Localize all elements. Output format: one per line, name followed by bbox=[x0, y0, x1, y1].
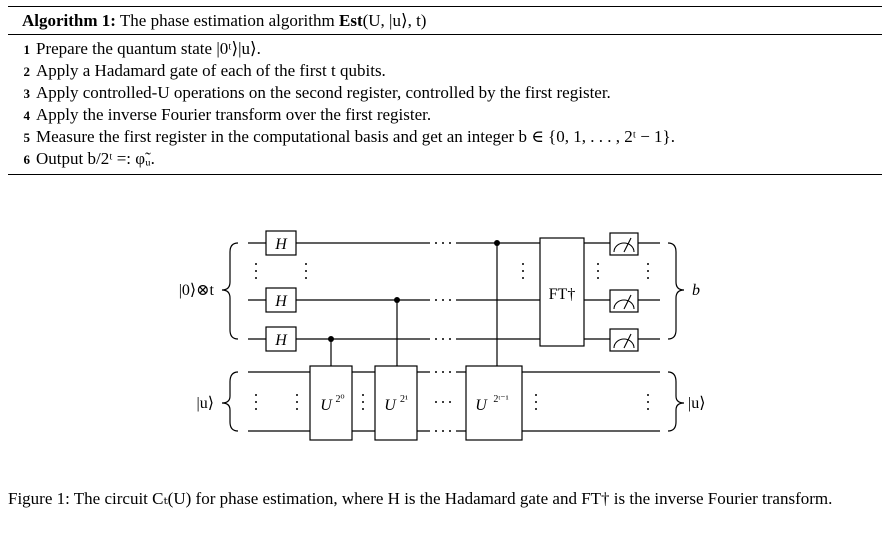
input-bottom-label: |u⟩ bbox=[197, 395, 214, 412]
algorithm-step: 1 Prepare the quantum state |0ᵗ⟩|u⟩. bbox=[8, 38, 882, 60]
controlled-u-exp-1: 2¹ bbox=[400, 394, 408, 405]
controlled-u-exp-0: 2⁰ bbox=[335, 394, 344, 405]
input-top-label: |0⟩⊗t bbox=[179, 282, 215, 299]
output-top-label: b bbox=[692, 282, 700, 299]
step-text: Measure the first register in the comput… bbox=[36, 127, 675, 146]
controlled-u-label-0: U bbox=[320, 397, 333, 414]
algorithm-step: 2 Apply a Hadamard gate of each of the fi… bbox=[8, 60, 882, 82]
phase-estimation-circuit: H H H FT† U 2⁰ U 2¹ U 2ᵗ⁻¹ |0⟩⊗t |u⟩ b |… bbox=[179, 230, 705, 441]
left-brace-top bbox=[221, 242, 239, 340]
step-text: Apply the inverse Fourier transform over… bbox=[36, 105, 432, 124]
hadamard-gate-3 bbox=[265, 326, 297, 352]
hadamard-label: H bbox=[274, 293, 288, 310]
algorithm-box: Algorithm 1: The phase estimation algori… bbox=[8, 6, 882, 175]
inverse-fourier-gate bbox=[539, 237, 585, 347]
step-number: 1 bbox=[23, 42, 31, 57]
step-text: Apply controlled-U operations on the sec… bbox=[36, 83, 611, 102]
control-dot-t bbox=[494, 240, 500, 246]
step-text: Output b/2ᵗ =: φ̃ᵤ. bbox=[36, 149, 155, 168]
controlled-u-gate-t bbox=[465, 365, 523, 441]
controlled-u-label-1: U bbox=[384, 397, 397, 414]
control-dot-0 bbox=[328, 336, 334, 342]
controlled-u-exp-t: 2ᵗ⁻¹ bbox=[493, 394, 508, 405]
output-bottom-label: |u⟩ bbox=[688, 395, 705, 412]
meter-icon bbox=[613, 338, 635, 349]
step-number: 3 bbox=[23, 86, 31, 101]
algorithm-label: Algorithm 1: bbox=[22, 11, 116, 30]
left-brace-bottom bbox=[221, 371, 239, 432]
algorithm-step: 5 Measure the first register in the compu… bbox=[8, 126, 882, 148]
algorithm-title-args: (U, |u⟩, t) bbox=[362, 11, 427, 30]
algorithm-step: 3 Apply controlled-U operations on the se… bbox=[8, 82, 882, 104]
controlled-u-gate-1 bbox=[374, 365, 418, 441]
meter-icon bbox=[613, 299, 635, 310]
right-brace-top bbox=[667, 242, 685, 340]
algorithm-step: 6 Output b/2ᵗ =: φ̃ᵤ. bbox=[8, 148, 882, 170]
algorithm-header: Algorithm 1: The phase estimation algori… bbox=[8, 7, 882, 35]
inverse-fourier-label: FT† bbox=[549, 286, 576, 303]
meter-icon bbox=[613, 242, 635, 253]
controlled-u-gate-0 bbox=[309, 365, 353, 441]
hadamard-label: H bbox=[274, 332, 288, 349]
controlled-u-label-t: U bbox=[475, 397, 488, 414]
algorithm-title-text: The phase estimation algorithm bbox=[119, 11, 335, 30]
step-number: 5 bbox=[23, 130, 31, 145]
algorithm-step: 4 Apply the inverse Fourier transform ove… bbox=[8, 104, 882, 126]
control-dot-1 bbox=[394, 297, 400, 303]
hadamard-gate-1 bbox=[265, 230, 297, 256]
ellipsis-dots bbox=[255, 242, 649, 432]
algorithm-title-name: Est bbox=[338, 11, 363, 30]
right-brace-bottom bbox=[667, 371, 685, 432]
step-text: Apply a Hadamard gate of each of the fir… bbox=[36, 61, 386, 80]
step-text: Prepare the quantum state |0ᵗ⟩|u⟩. bbox=[36, 39, 261, 58]
hadamard-label: H bbox=[274, 236, 288, 253]
step-number: 6 bbox=[23, 152, 31, 167]
hadamard-gate-2 bbox=[265, 287, 297, 313]
step-number: 2 bbox=[23, 64, 31, 79]
figure-caption: Figure 1: The circuit Cₜ(U) for phase es… bbox=[8, 489, 833, 508]
step-number: 4 bbox=[23, 108, 31, 123]
